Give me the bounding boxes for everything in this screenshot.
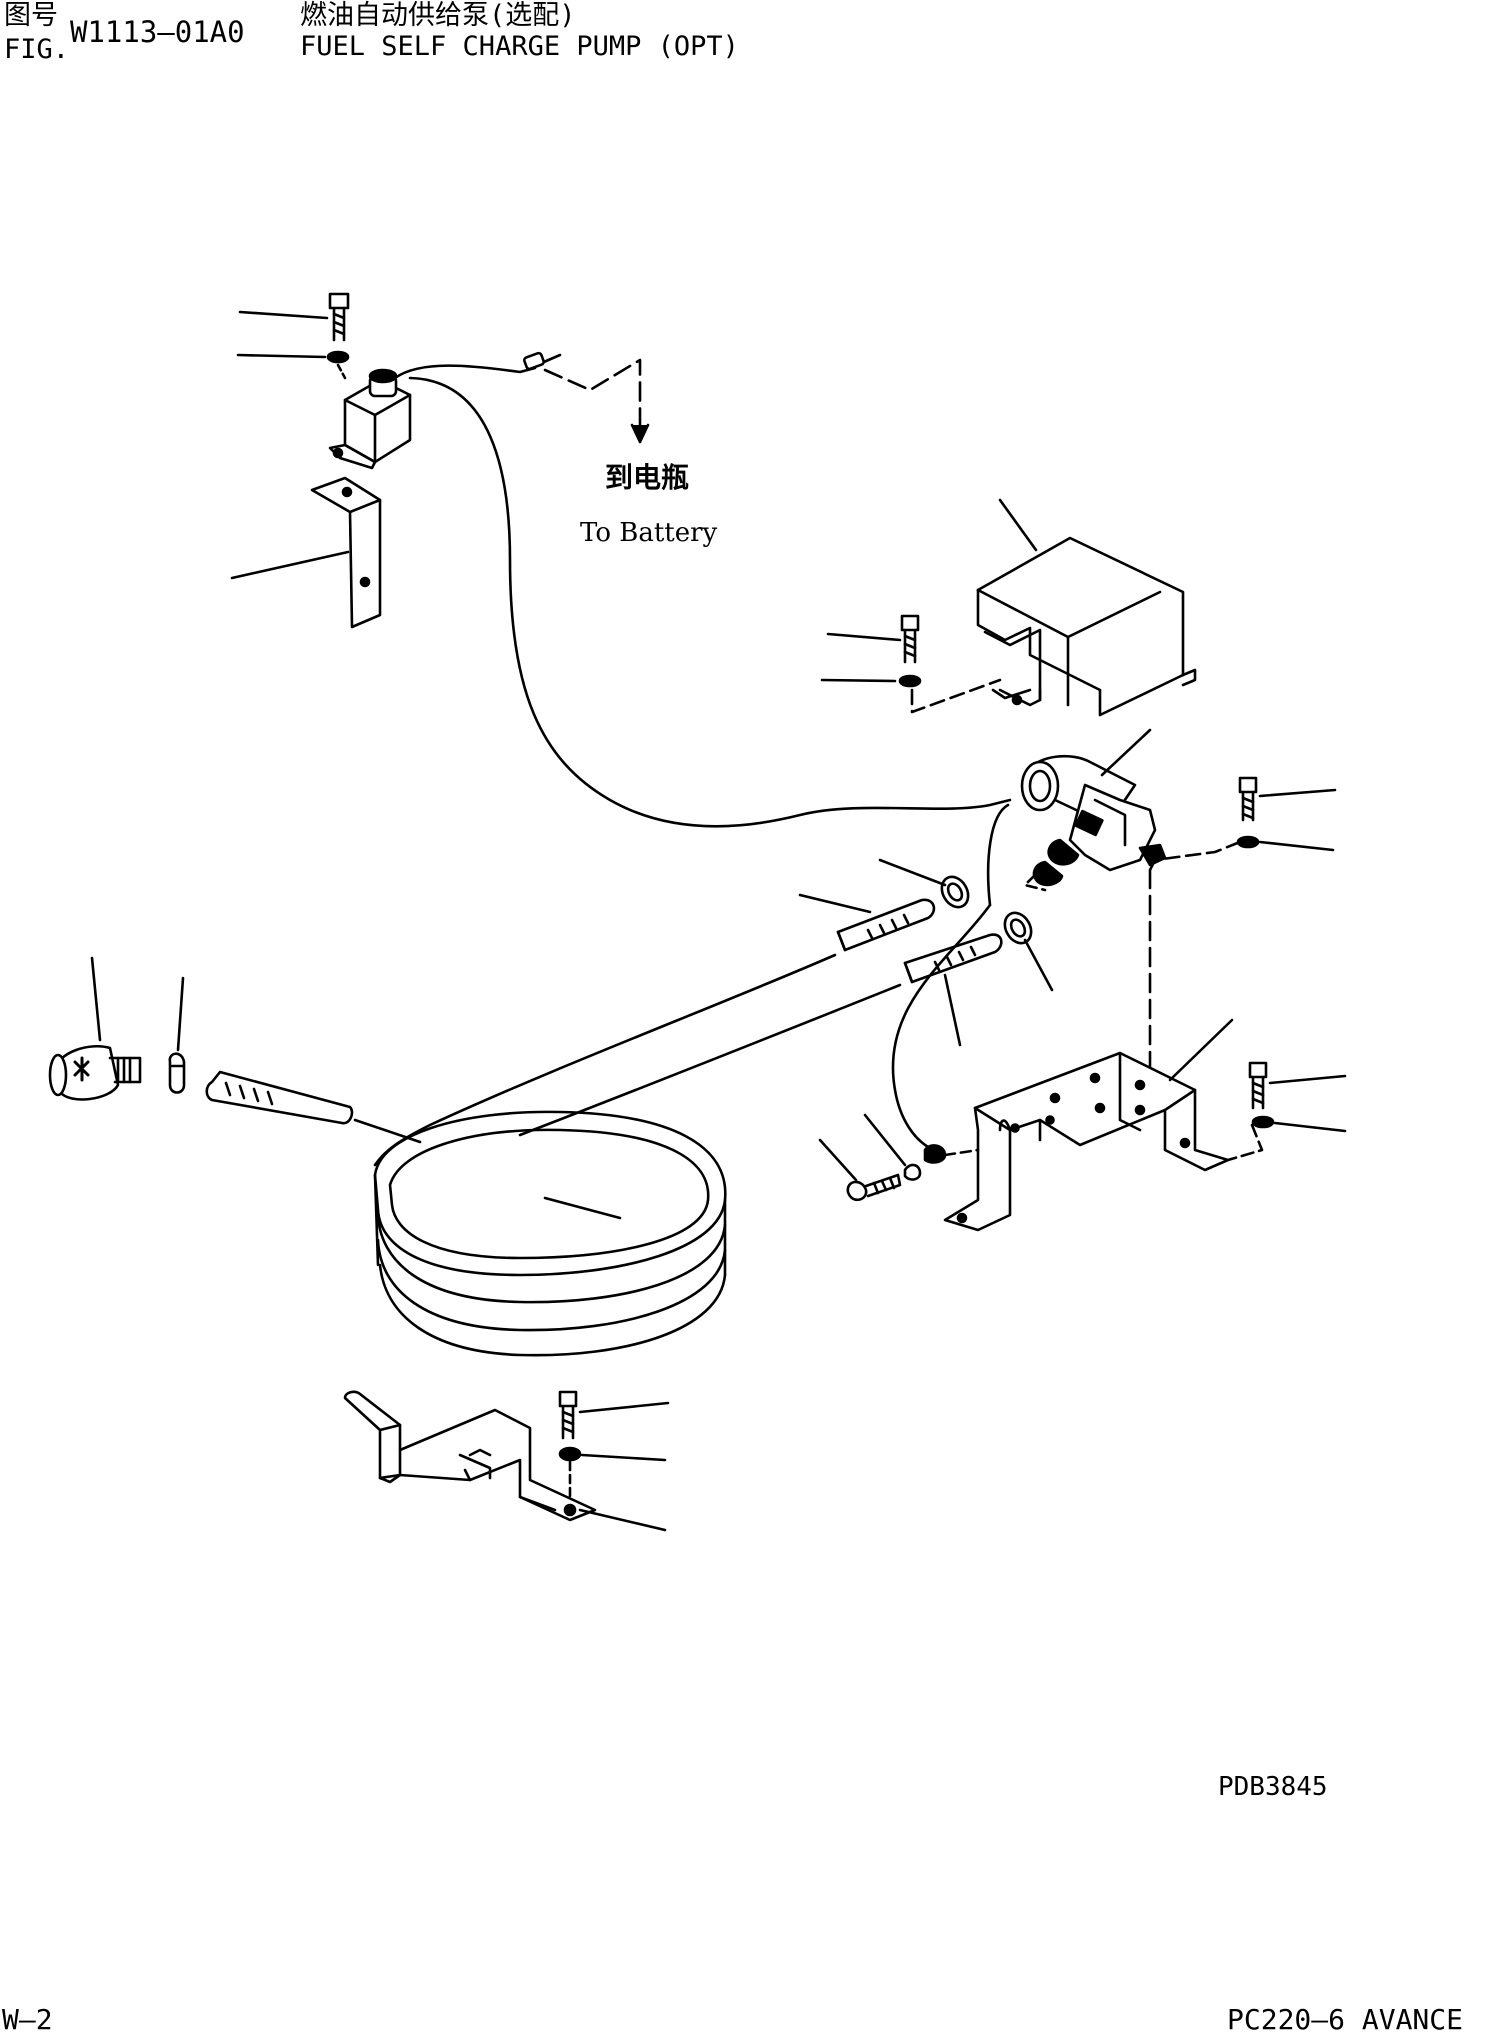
strainer-hose (207, 1072, 352, 1123)
lower-bracket-bolt-leader (580, 1403, 668, 1412)
strainer-hose-leader (355, 1120, 420, 1142)
fig-label-en: FIG. (4, 34, 70, 65)
fuel-pump-leader (1102, 730, 1150, 775)
ground-bolt (848, 1175, 900, 1200)
to-battery-label-cn: 到电瓶 (605, 461, 690, 494)
lower-bracket (345, 1392, 595, 1520)
ground-washer (905, 1165, 920, 1180)
ground-terminal (925, 1145, 945, 1162)
bracket-bolt (1250, 1063, 1266, 1108)
relay-bracket-dashed-line (338, 365, 345, 378)
clamp-dashed-line (1025, 875, 1045, 890)
ground-washer-leader (865, 1115, 905, 1165)
hose-lower (905, 935, 1001, 982)
bracket-dashed-line (1228, 1125, 1262, 1160)
title-cn: 燃油自动供给泵(选配) (300, 0, 576, 31)
bracket-washer (1253, 1117, 1273, 1127)
battery-dashed-line (545, 360, 640, 440)
strainer-clamp (170, 1054, 184, 1093)
relay-lead (395, 366, 535, 378)
battery-terminal (523, 352, 544, 369)
pump-wire (988, 805, 1008, 905)
pump-cover (978, 538, 1195, 715)
model-code: PC220—6 AVANCE (1227, 2003, 1464, 2036)
pump-cover-leader (1000, 500, 1036, 550)
pump-cover-bolt-leader (828, 634, 900, 640)
pump-dashed-line (1150, 842, 1240, 870)
lower-bracket-leader (580, 1510, 665, 1530)
suction-strainer-leader (92, 958, 100, 1040)
pump-bolt (1240, 778, 1256, 820)
hose-upper-leader (800, 895, 870, 912)
fig-label-cn: 图号 (4, 0, 58, 31)
hose-coil (375, 1112, 725, 1355)
pump-bracket-leader (1170, 1020, 1232, 1080)
hose-coil-leader (545, 1198, 620, 1218)
relay-bracket (312, 478, 380, 627)
relay-bracket-leader (232, 552, 348, 578)
pump-bracket (945, 1053, 1228, 1230)
relay-washer (328, 352, 348, 362)
hose-clamp-lower (1000, 908, 1037, 948)
bracket-washer-leader (1275, 1123, 1345, 1131)
lower-bracket-washer-leader (582, 1455, 665, 1460)
pump-bolt-leader (1260, 790, 1335, 796)
fig-number: W1113—01A0 (70, 15, 245, 49)
strainer-clamp-leader (178, 978, 183, 1050)
pump-washer-leader (1260, 842, 1333, 850)
to-battery-label-en: To Battery (580, 518, 718, 548)
lower-bracket-bolt (560, 1392, 576, 1438)
hose-upper (838, 900, 934, 950)
ground-wire (893, 905, 990, 1148)
hose-clamp-upper-leader (880, 860, 945, 885)
battery-arrow (632, 425, 648, 442)
suction-strainer (50, 1046, 140, 1099)
pump-cover-bolt (902, 616, 918, 662)
hose-lower-leader (945, 975, 960, 1045)
ground-dashed-line (945, 1150, 978, 1155)
relay-washer-leader (238, 355, 325, 357)
drawing-code: PDB3845 (1218, 1772, 1328, 1802)
main-wire-harness (410, 378, 1010, 826)
page-code: W—2 (2, 2003, 53, 2036)
relay-bolt (330, 294, 348, 340)
title-en: FUEL SELF CHARGE PUMP (OPT) (300, 31, 739, 62)
relay-bolt-leader (240, 312, 327, 318)
pump-cover-washer (900, 676, 920, 686)
ground-bolt-leader (820, 1140, 856, 1180)
lower-bracket-washer (560, 1448, 580, 1460)
hose-clamp-upper (937, 872, 974, 912)
suction-hose-lower (520, 985, 900, 1135)
fuel-pump (1022, 756, 1165, 885)
relay-switch (330, 370, 410, 468)
pump-cover-washer-leader (822, 680, 895, 681)
hose-clamp-lower-leader (1025, 940, 1052, 990)
bracket-bolt-leader (1270, 1076, 1345, 1083)
cover-dashed-line (912, 680, 1000, 712)
